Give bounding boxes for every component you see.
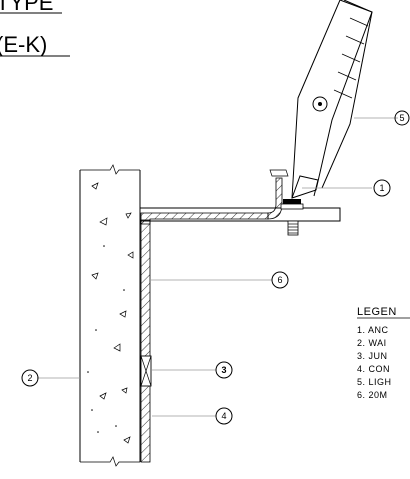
callout-3: 3 [215, 361, 233, 379]
light-fixture [269, 0, 373, 199]
legend-item-5: 5. LIGH [357, 377, 392, 387]
callout-5: 5 [394, 110, 410, 126]
fixture-housing [291, 0, 373, 199]
wall-break-top [80, 164, 140, 175]
concrete-wall [79, 164, 141, 467]
anchor-bolt [280, 199, 304, 236]
concrete-aggregate [87, 182, 134, 444]
svg-text:4: 4 [221, 411, 226, 421]
conduit [140, 177, 283, 463]
legend: LEGEN 1. ANC 2. WAI 3. JUN 4. CON 5. LIG… [357, 306, 410, 400]
callout-1: 1 [373, 179, 391, 197]
conduit-horizontal-run [140, 212, 269, 225]
title-line-2: (E-K) [0, 32, 47, 57]
wall-break-bottom [80, 456, 140, 467]
conduit-bend [267, 177, 283, 220]
callout-4: 4 [215, 407, 233, 425]
svg-text:2: 2 [27, 373, 32, 383]
legend-item-6: 6. 20M [357, 390, 388, 400]
svg-text:6: 6 [277, 275, 282, 285]
svg-text:1: 1 [379, 183, 384, 193]
svg-text:3: 3 [221, 365, 226, 375]
callout-6: 6 [271, 271, 289, 289]
svg-text:5: 5 [399, 113, 404, 123]
detail-title: TYPE (E-K) [0, 0, 70, 57]
callout-2: 2 [21, 369, 39, 387]
junction-box [140, 355, 152, 387]
title-line-1: TYPE [0, 0, 53, 15]
mounting-plate [139, 207, 341, 222]
legend-item-1: 1. ANC [357, 325, 389, 335]
leader-lines [37, 117, 398, 417]
legend-item-2: 2. WAI [357, 338, 387, 348]
fixture-knuckle [312, 96, 328, 112]
legend-heading: LEGEN [357, 306, 397, 318]
legend-item-4: 4. CON [357, 364, 390, 374]
legend-item-3: 3. JUN [357, 351, 388, 361]
conduit-vertical-run [140, 219, 151, 463]
